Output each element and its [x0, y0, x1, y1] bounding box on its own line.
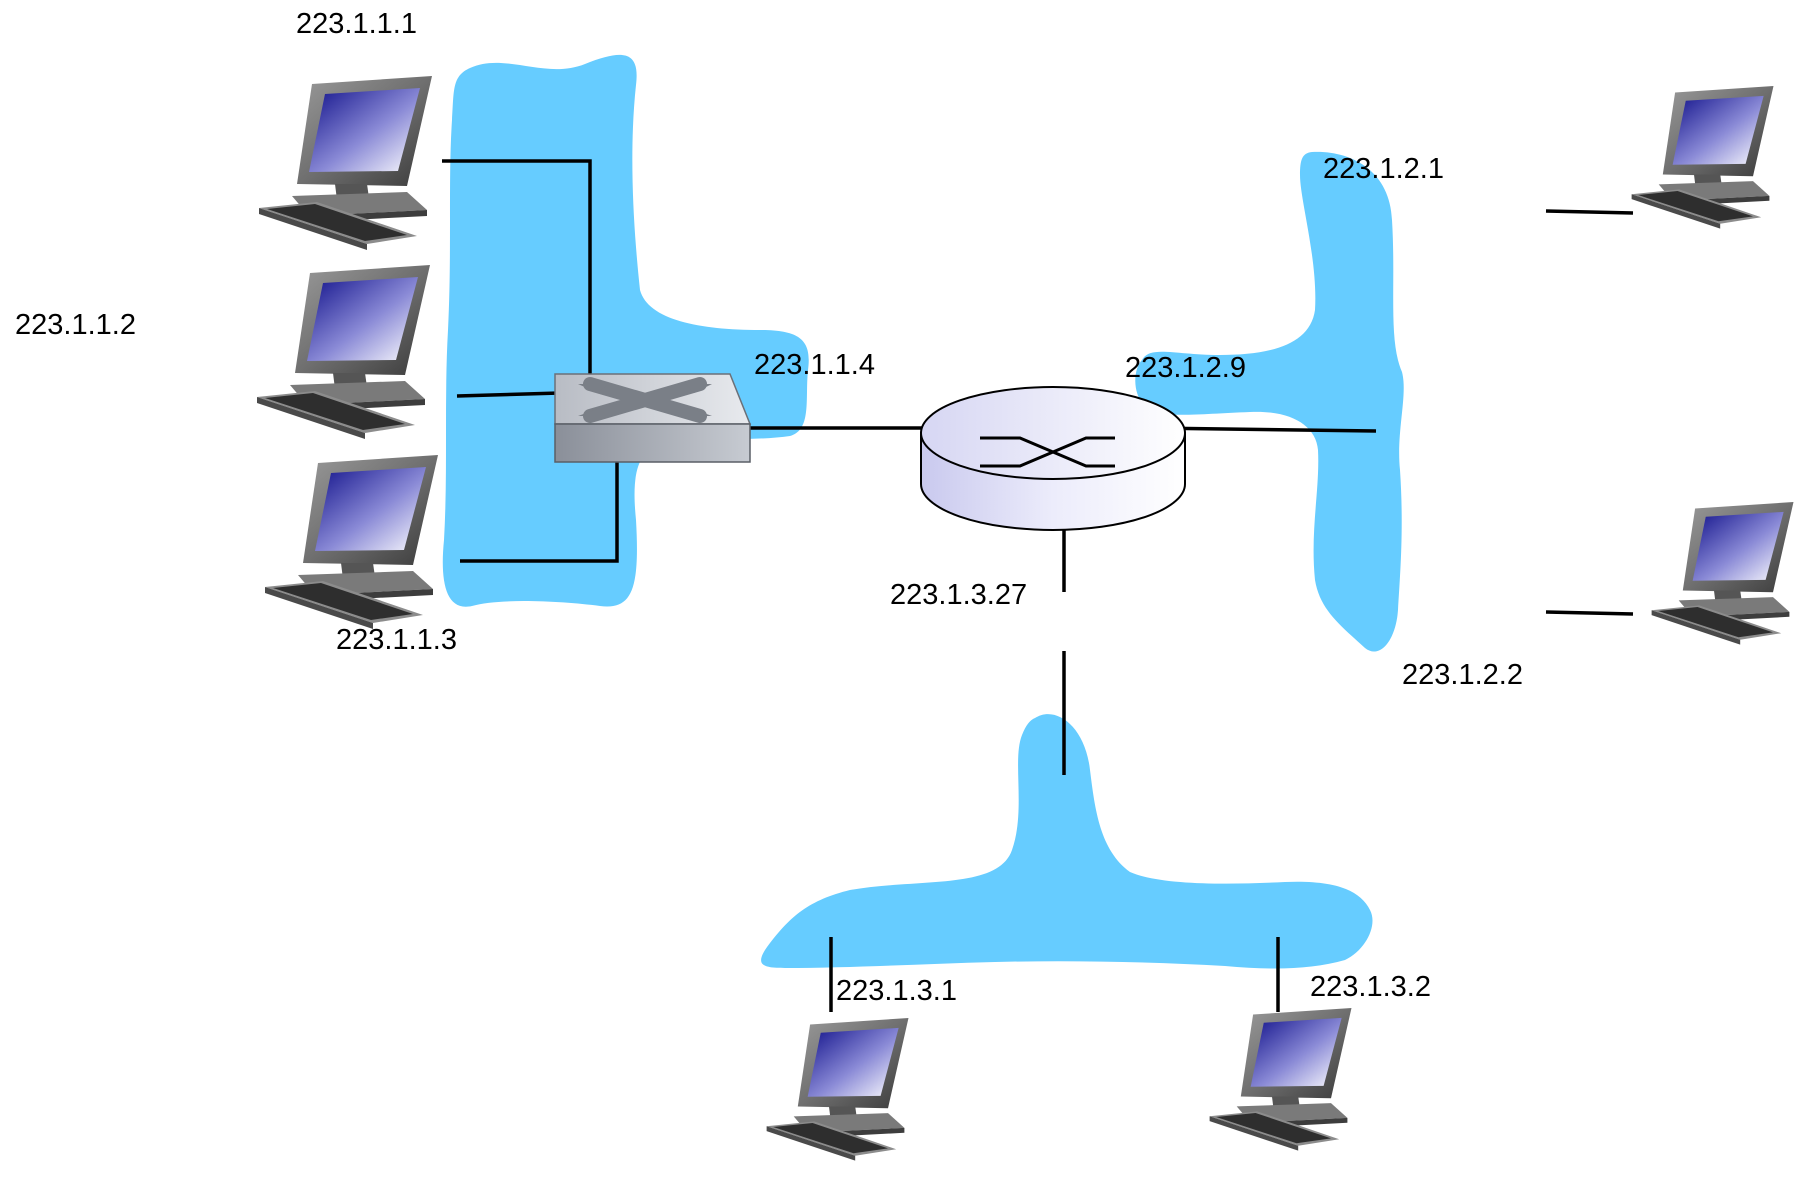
router-icon — [920, 386, 1186, 531]
ip-label-router-223-1-3-27: 223.1.3.27 — [890, 579, 1027, 611]
link-router-223-1-2 — [1149, 426, 1377, 433]
ip-label-host-223-1-1-3: 223.1.1.3 — [336, 624, 457, 656]
subnet-223-1-2 — [1135, 151, 1404, 652]
link-host-223-1-2-1 — [1545, 209, 1634, 215]
ip-label-host-223-1-1-2: 223.1.1.2 — [15, 309, 136, 341]
ip-label-switch-223-1-1-4: 223.1.1.4 — [754, 349, 875, 381]
ip-label-host-223-1-2-1: 223.1.2.1 — [1323, 153, 1444, 185]
desktop-computer-icon — [766, 1018, 909, 1161]
link-host-223-1-2-2 — [1545, 610, 1634, 616]
desktop-computer-icon — [1631, 86, 1774, 229]
ethernet-switch-icon — [554, 373, 752, 463]
desktop-computer-icon — [259, 76, 432, 250]
desktop-computer-icon — [1651, 502, 1794, 645]
ip-label-host-223-1-1-1: 223.1.1.1 — [296, 8, 417, 40]
link-host-223-1-1-2 — [456, 391, 561, 398]
ip-label-router-223-1-2-9: 223.1.2.9 — [1125, 352, 1246, 384]
link-host-223-1-1-3 — [460, 458, 619, 563]
desktop-computer-icon — [265, 455, 438, 629]
ip-label-host-223-1-3-1: 223.1.3.1 — [836, 975, 957, 1007]
links — [442, 159, 1634, 1012]
link-host-223-1-1-1 — [442, 159, 592, 379]
subnet-223-1-3 — [761, 714, 1373, 969]
desktop-computer-icon — [257, 265, 430, 439]
ip-label-host-223-1-3-2: 223.1.3.2 — [1310, 971, 1431, 1003]
ip-label-host-223-1-2-2: 223.1.2.2 — [1402, 659, 1523, 691]
subnet-223-1-1 — [442, 54, 809, 607]
desktop-computer-icon — [1209, 1008, 1352, 1151]
